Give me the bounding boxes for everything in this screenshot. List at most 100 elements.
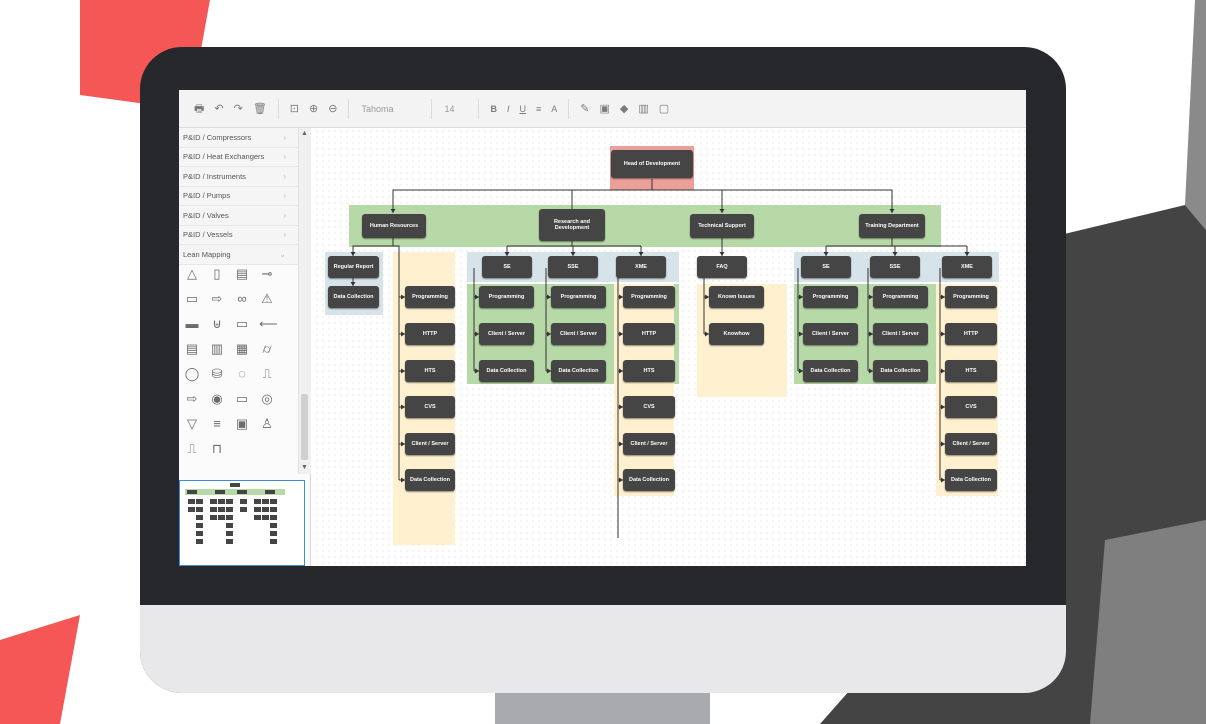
scroll-up-icon[interactable]: ▲: [301, 130, 308, 137]
department-node[interactable]: Human Resources: [362, 214, 426, 238]
rd-node[interactable]: Data Collection: [623, 469, 675, 491]
lean-shape-icon[interactable]: ▭: [235, 391, 249, 406]
department-node[interactable]: Research and Development: [539, 209, 605, 241]
align-icon[interactable]: ≡: [535, 103, 542, 114]
lean-shape-icon[interactable]: ▤: [185, 341, 199, 356]
rd-node[interactable]: Data Collection: [479, 360, 534, 382]
department-node[interactable]: Training Department: [859, 214, 925, 238]
line-color-icon[interactable]: ✎: [580, 102, 590, 115]
sidebar-category[interactable]: P&ID / Vessels›: [179, 225, 298, 245]
lean-shape-icon[interactable]: ⊓: [211, 441, 223, 456]
sidebar-category[interactable]: P&ID / Pumps›: [179, 186, 298, 206]
image-icon[interactable]: ▣: [599, 102, 610, 115]
lean-shape-icon[interactable]: ▬: [185, 316, 199, 331]
td-node[interactable]: Programming: [803, 286, 858, 308]
hr-node[interactable]: HTS: [405, 360, 455, 382]
underline-icon[interactable]: U: [519, 103, 526, 114]
td-node[interactable]: CVS: [945, 396, 997, 418]
lean-shape-icon[interactable]: ▥: [210, 341, 224, 356]
hr-node[interactable]: Programming: [405, 286, 455, 308]
font-size-select[interactable]: 14: [444, 103, 455, 114]
sidebar-category[interactable]: P&ID / Heat Exchangers›: [179, 147, 298, 167]
td-node[interactable]: Client / Server: [873, 323, 928, 345]
zoom-out-icon[interactable]: ⊖: [328, 102, 338, 115]
td-header-node[interactable]: XME: [942, 256, 992, 278]
rd-header-node[interactable]: SE: [482, 256, 532, 278]
lean-shape-icon[interactable]: ∞: [237, 291, 247, 306]
lean-shape-icon[interactable]: ◎: [261, 391, 273, 406]
scroll-down-icon[interactable]: ▼: [301, 464, 308, 471]
lean-shape-icon[interactable]: ▦: [235, 341, 249, 356]
lean-shape-icon[interactable]: ▭: [235, 316, 249, 331]
fit-page-icon[interactable]: ⊡: [289, 102, 300, 115]
lean-shape-icon[interactable]: ▭: [185, 291, 199, 306]
fill-color-icon[interactable]: ◆: [619, 102, 629, 115]
rd-header-node[interactable]: SSE: [548, 256, 598, 278]
lean-shape-icon[interactable]: ⊎: [212, 316, 222, 331]
lean-shape-icon[interactable]: ⟵: [259, 316, 278, 331]
hr-node[interactable]: Data Collection: [328, 286, 379, 308]
rd-node[interactable]: HTTP: [623, 323, 675, 345]
lean-shape-icon[interactable]: ⌭: [262, 341, 272, 356]
scrollbar-thumb[interactable]: [301, 394, 308, 460]
rd-node[interactable]: HTS: [623, 360, 675, 382]
lean-shape-icon[interactable]: ⛁: [211, 366, 223, 381]
td-node[interactable]: HTS: [945, 360, 997, 382]
lean-shape-icon[interactable]: ⎍: [262, 366, 272, 381]
sidebar-category[interactable]: Lean Mapping⌄: [179, 245, 298, 265]
td-node[interactable]: HTTP: [945, 323, 997, 345]
font-color-icon[interactable]: A: [551, 103, 558, 114]
ts-node[interactable]: Knowhow: [709, 323, 764, 345]
italic-icon[interactable]: I: [506, 103, 510, 114]
print-icon[interactable]: 🖶: [194, 102, 205, 115]
bold-icon[interactable]: B: [490, 103, 497, 114]
td-node[interactable]: Data Collection: [945, 469, 997, 491]
undo-icon[interactable]: ↶: [214, 102, 224, 115]
gradient-icon[interactable]: ▥: [638, 102, 649, 115]
department-node[interactable]: Technical Support: [690, 214, 754, 238]
lean-shape-icon[interactable]: ≡: [213, 416, 221, 431]
td-node[interactable]: Data Collection: [873, 360, 928, 382]
td-node[interactable]: Programming: [873, 286, 928, 308]
rd-header-node[interactable]: XME: [616, 256, 666, 278]
hr-node[interactable]: HTTP: [405, 323, 455, 345]
head-node[interactable]: Head of Development: [611, 150, 693, 178]
rd-node[interactable]: Programming: [551, 286, 606, 308]
outline-navigator[interactable]: [179, 480, 305, 566]
rd-node[interactable]: CVS: [623, 396, 675, 418]
shadow-icon[interactable]: ▢: [658, 102, 670, 115]
td-node[interactable]: Data Collection: [803, 360, 858, 382]
hr-node[interactable]: Data Collection: [405, 469, 455, 491]
lean-shape-icon[interactable]: ▽: [187, 416, 197, 431]
lean-shape-icon[interactable]: ◌: [238, 366, 246, 381]
ts-node[interactable]: Known Issues: [709, 286, 764, 308]
zoom-in-icon[interactable]: ⊕: [309, 102, 319, 115]
td-header-node[interactable]: SE: [801, 256, 851, 278]
lean-shape-icon[interactable]: ⇨: [186, 391, 198, 406]
lean-shape-icon[interactable]: ♙: [261, 416, 273, 431]
rd-node[interactable]: Client / Server: [551, 323, 606, 345]
hr-node[interactable]: CVS: [405, 396, 455, 418]
sidebar-category[interactable]: P&ID / Instruments›: [179, 167, 298, 187]
td-node[interactable]: Programming: [945, 286, 997, 308]
rd-node[interactable]: Client / Server: [623, 433, 675, 455]
td-header-node[interactable]: SSE: [870, 256, 920, 278]
lean-shape-icon[interactable]: ◉: [211, 391, 223, 406]
lean-shape-icon[interactable]: ⚠: [261, 291, 273, 306]
rd-node[interactable]: Programming: [623, 286, 675, 308]
ts-header-node[interactable]: FAQ: [697, 256, 747, 278]
lean-shape-icon[interactable]: ⇨: [211, 291, 223, 306]
hr-node[interactable]: Regular Report: [328, 256, 379, 278]
hr-node[interactable]: Client / Server: [405, 433, 455, 455]
td-node[interactable]: Client / Server: [803, 323, 858, 345]
sidebar-category[interactable]: P&ID / Compressors›: [179, 128, 298, 148]
rd-node[interactable]: Data Collection: [551, 360, 606, 382]
rd-node[interactable]: Client / Server: [479, 323, 534, 345]
rd-node[interactable]: Programming: [479, 286, 534, 308]
lean-shape-icon[interactable]: ▤: [235, 266, 249, 281]
td-node[interactable]: Client / Server: [945, 433, 997, 455]
lean-shape-icon[interactable]: ◯: [184, 366, 200, 381]
lean-shape-icon[interactable]: ▯: [213, 266, 221, 281]
lean-shape-icon[interactable]: ▣: [235, 416, 249, 431]
